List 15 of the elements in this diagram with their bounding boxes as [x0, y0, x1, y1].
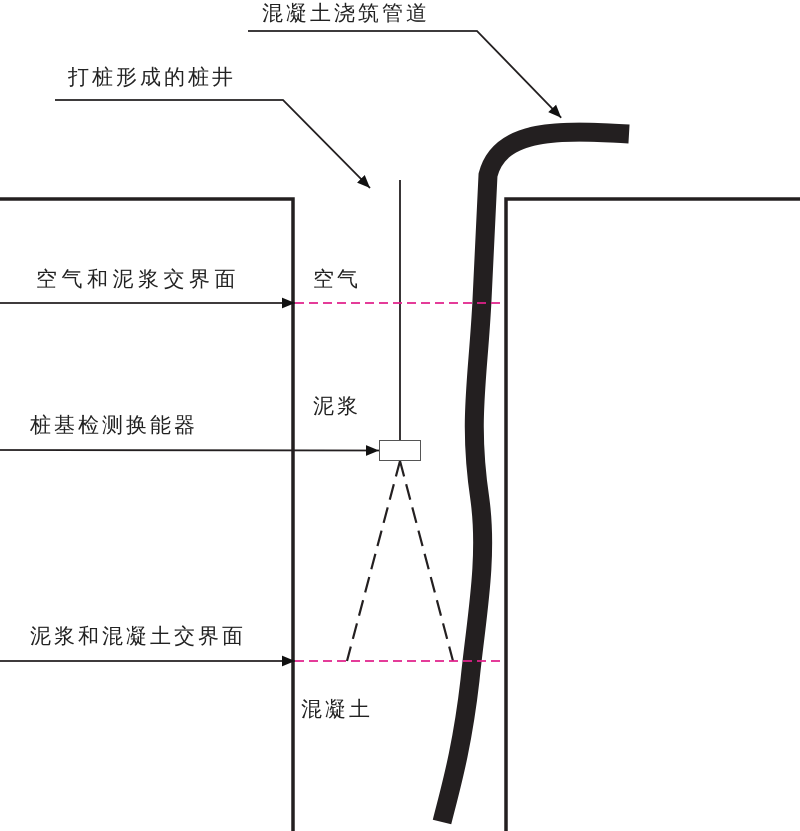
region-label: 泥浆: [313, 393, 361, 419]
callout-label: 泥浆和混凝土交界面: [0, 623, 277, 662]
pipe: [432, 122, 630, 824]
leader-arrow: [248, 30, 562, 118]
leader-arrow: [55, 99, 371, 189]
callout-label: 混凝土浇筑管道: [248, 0, 478, 31]
callout-label: 桩基检测换能器: [0, 412, 222, 451]
region-label: 混凝土: [301, 696, 373, 722]
leader-arrow: [0, 298, 295, 308]
leader-arrow: [0, 656, 295, 666]
callout-label: 空气和泥浆交界面: [0, 266, 262, 304]
transducer-box: [379, 440, 421, 461]
leader-arrow: [0, 445, 379, 456]
callout-label: 打桩形成的桩井: [55, 64, 283, 100]
region-label: 空气: [313, 266, 361, 292]
